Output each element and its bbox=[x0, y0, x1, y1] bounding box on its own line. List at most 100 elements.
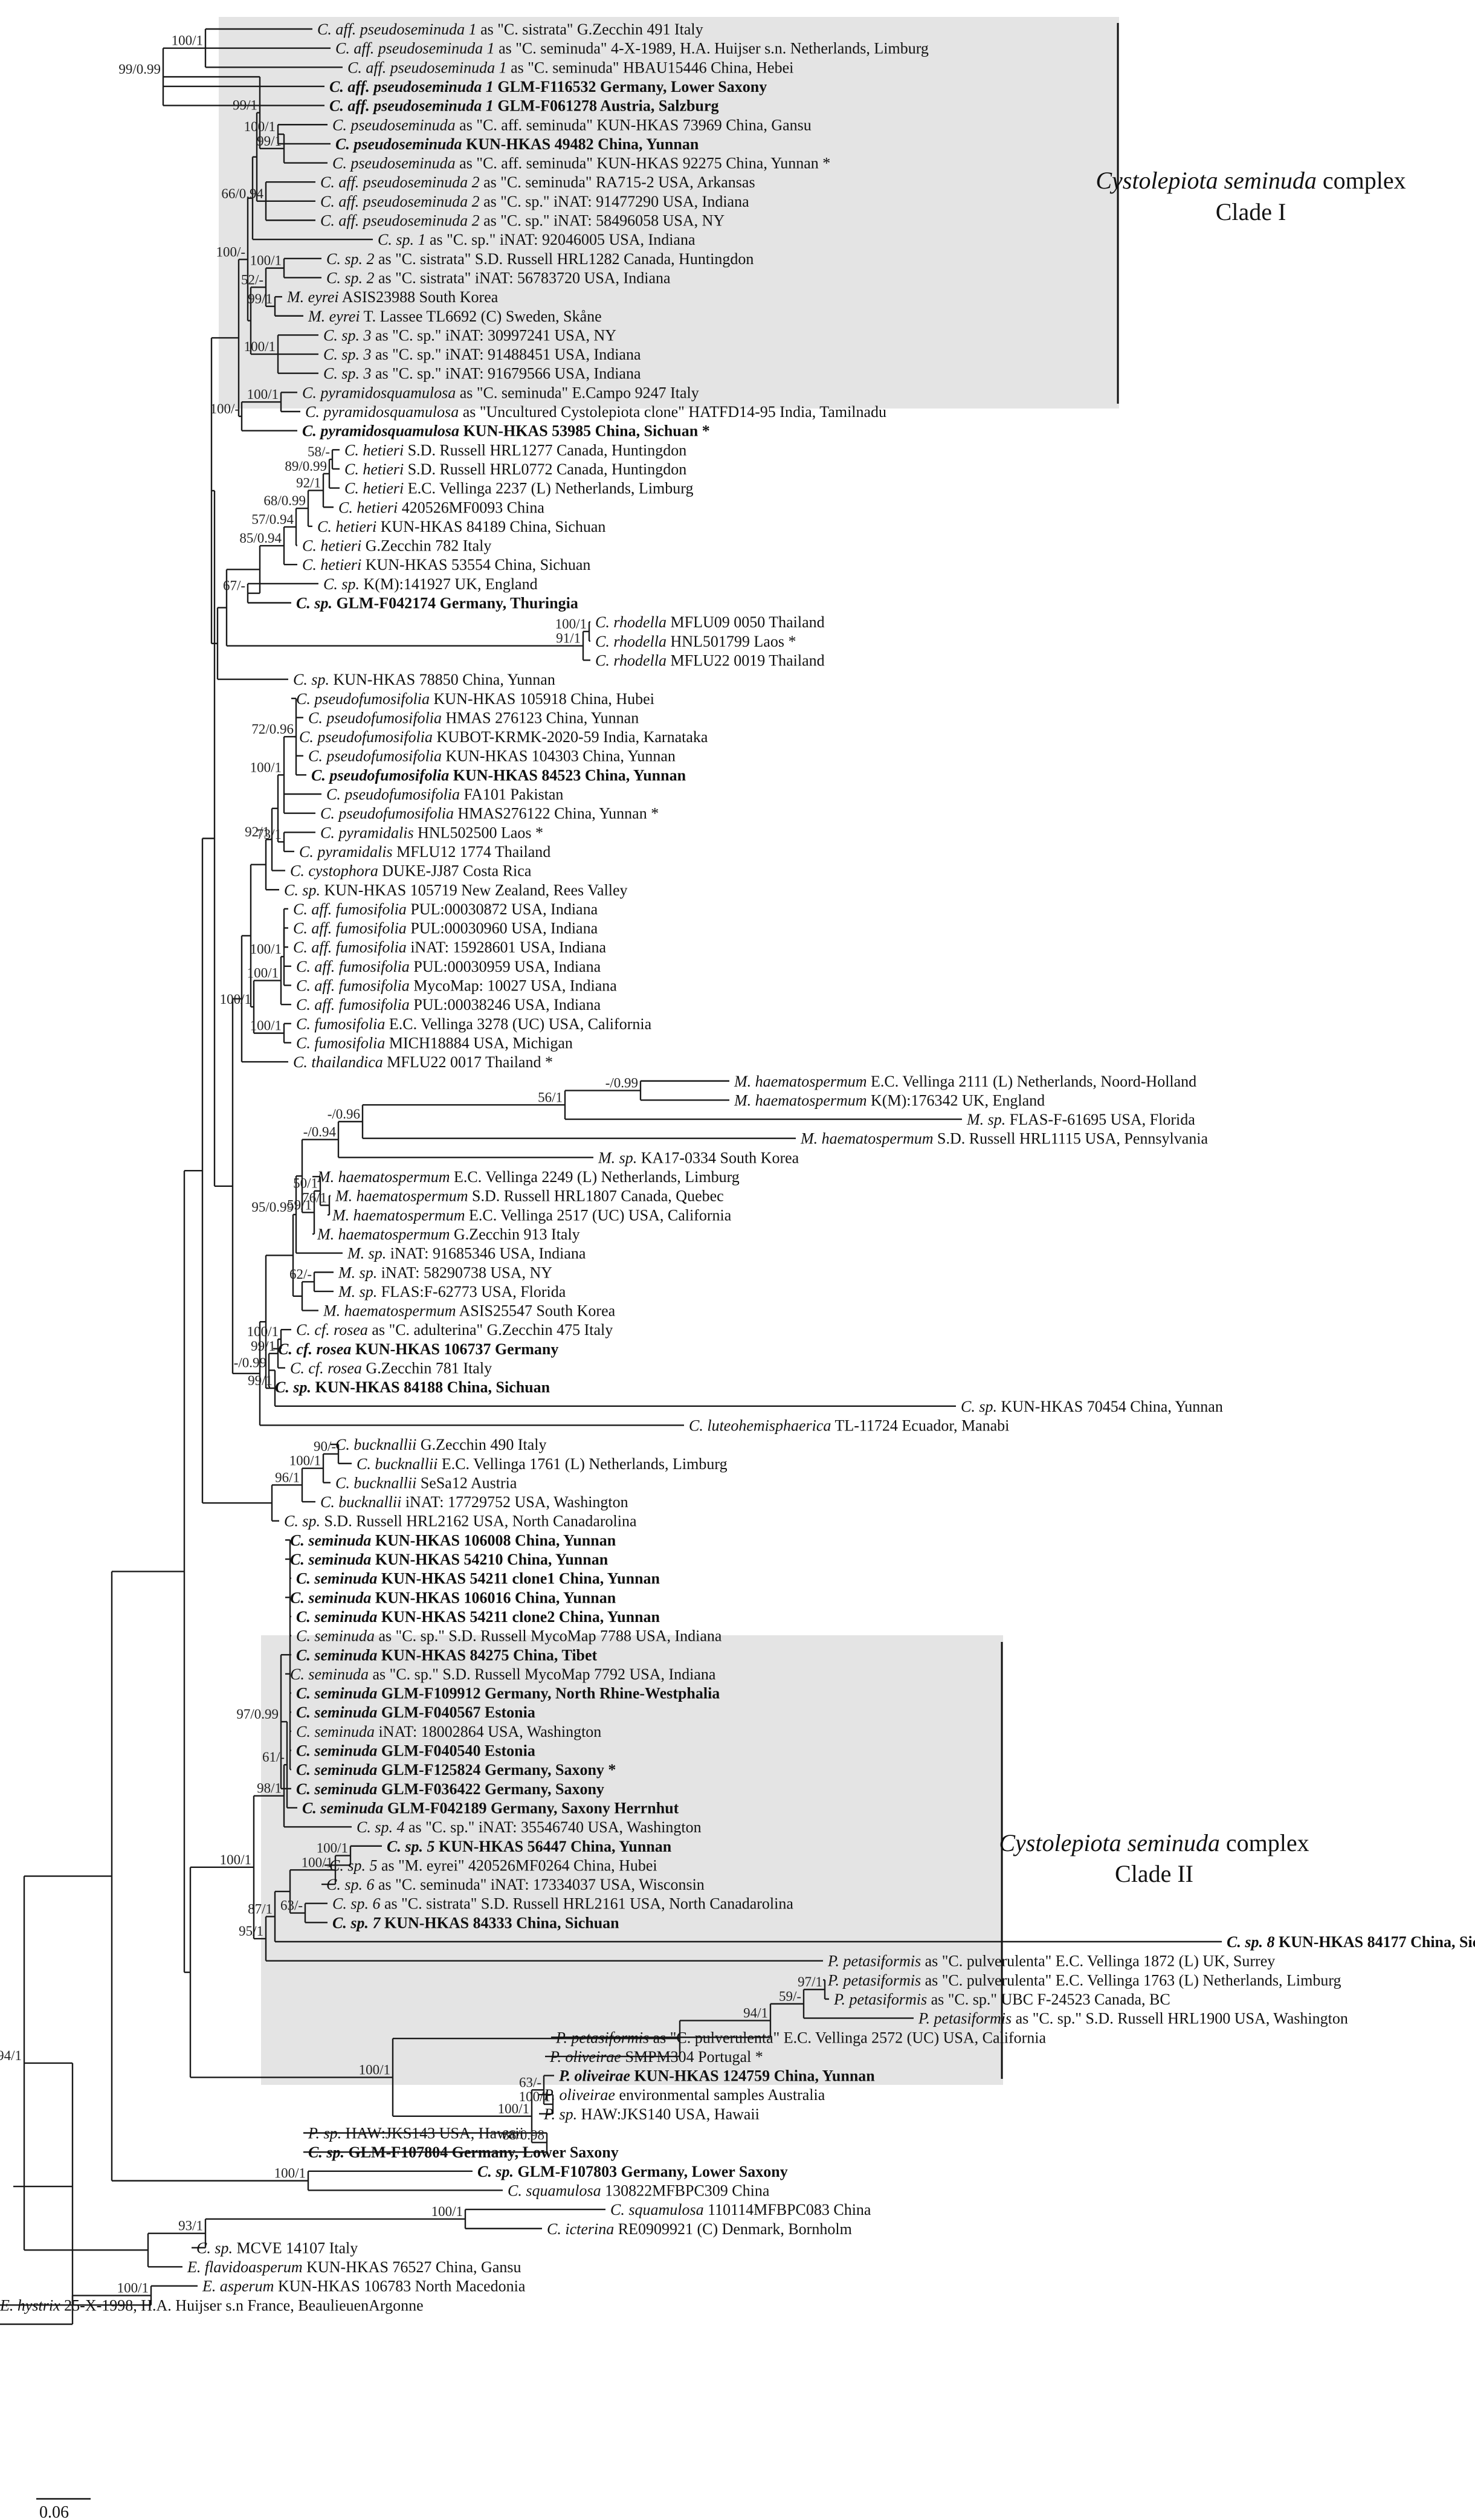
support-value: 58/- bbox=[308, 444, 330, 459]
support-value: 100/1 bbox=[247, 966, 279, 981]
tip-label: P. petasiformis as "C. sp." S.D. Russell… bbox=[918, 2010, 1348, 2027]
tip-label: C. sp. S.D. Russell HRL2162 USA, North C… bbox=[284, 1513, 637, 1530]
tip-label: C. pseudofumosifolia KUBOT-KRMK-2020-59 … bbox=[299, 728, 708, 746]
clade-i-label: Cystolepiota seminuda complex bbox=[1096, 167, 1406, 194]
tip-label: C. aff. fumosifolia PUL:00030960 USA, In… bbox=[293, 920, 598, 937]
support-value: -/0.96 bbox=[328, 1107, 360, 1122]
tip-label: C. seminuda as "C. sp." S.D. Russell Myc… bbox=[290, 1665, 716, 1683]
support-value: 99/0.99 bbox=[118, 62, 161, 77]
tip-label: C. aff. fumosifolia iNAT: 15928601 USA, … bbox=[293, 939, 606, 956]
tip-label: C. seminuda iNAT: 18002864 USA, Washingt… bbox=[296, 1723, 601, 1740]
support-value: 100/1 bbox=[117, 2281, 149, 2296]
tip-label: C. bucknallii E.C. Vellinga 1761 (L) Net… bbox=[357, 1455, 728, 1473]
tip-label: C. sp. 3 as "C. sp." iNAT: 30997241 USA,… bbox=[323, 326, 616, 344]
tip-label: C. sp. KUN-HKAS 105719 New Zealand, Rees… bbox=[284, 881, 628, 899]
support-value: 99/1 bbox=[233, 97, 257, 112]
support-value: 88/0.98 bbox=[502, 2127, 544, 2142]
tip-label: C. seminuda GLM-F109912 Germany, North R… bbox=[296, 1685, 720, 1702]
support-value: 100/- bbox=[210, 401, 239, 416]
tip-label: C. cf. rosea as "C. adulterina" G.Zecchi… bbox=[296, 1321, 613, 1339]
tip-label: C. aff. pseudoseminuda 1 as "C. seminuda… bbox=[347, 59, 793, 76]
tip-label: C. seminuda KUN-HKAS 84275 China, Tibet bbox=[296, 1646, 598, 1664]
tip-label: C. sp. 2 as "C. sistrata" S.D. Russell H… bbox=[326, 250, 754, 268]
tip-label: C. sp. 2 as "C. sistrata" iNAT: 56783720… bbox=[326, 269, 671, 286]
tip-label: C. aff. fumosifolia PUL:00038246 USA, In… bbox=[296, 996, 601, 1013]
scale-bar-label: 0.06 bbox=[39, 2503, 69, 2520]
tip-label: P. petasiformis as "C. sp." UBC F-24523 … bbox=[833, 1991, 1170, 2008]
tip-label: C. pseudofumosifolia FA101 Pakistan bbox=[326, 786, 563, 803]
support-value: 89/0.99 bbox=[285, 459, 327, 474]
tip-label: M. eyrei T. Lassee TL6692 (C) Sweden, Sk… bbox=[308, 308, 602, 325]
tip-label: C. pyramidosquamulosa as "C. seminuda" E… bbox=[302, 384, 699, 401]
tip-label: C. bucknallii SeSa12 Austria bbox=[335, 1474, 517, 1491]
support-value: 92/1 bbox=[296, 476, 321, 491]
support-value: 100/1 bbox=[244, 119, 276, 134]
support-value: 63/- bbox=[280, 1898, 303, 1913]
support-value: 97/0.99 bbox=[236, 1707, 279, 1722]
support-value: 100/1 bbox=[247, 1324, 279, 1339]
tip-label: P. oliveirae SMPM304 Portugal * bbox=[549, 2048, 763, 2066]
tip-label: C. cf. rosea G.Zecchin 781 Italy bbox=[290, 1360, 492, 1377]
tip-label: C. aff. fumosifolia MycoMap: 10027 USA, … bbox=[296, 977, 617, 995]
tip-label: C. aff. pseudoseminuda 1 as "C. sistrata… bbox=[317, 21, 703, 38]
tip-label: C. sp. MCVE 14107 Italy bbox=[196, 2239, 358, 2257]
support-value: 72/0.96 bbox=[251, 722, 294, 737]
support-value: 52/- bbox=[241, 272, 263, 287]
support-value: 87/1 bbox=[248, 1901, 273, 1916]
tip-label: C. sp. 3 as "C. sp." iNAT: 91488451 USA,… bbox=[323, 346, 641, 363]
tip-label: C. pyramidosquamulosa KUN-HKAS 53985 Chi… bbox=[302, 422, 710, 440]
support-value: 95/0.99 bbox=[251, 1200, 294, 1215]
tip-label: C. seminuda KUN-HKAS 106008 China, Yunna… bbox=[290, 1531, 616, 1549]
tip-label: C. seminuda KUN-HKAS 54211 clone1 China,… bbox=[296, 1570, 660, 1588]
tip-label: C. pyramidalis HNL502500 Laos * bbox=[320, 824, 543, 841]
tip-label: C. seminuda GLM-F036422 Germany, Saxony bbox=[296, 1780, 604, 1798]
tip-label: C. aff. pseudoseminuda 2 as "C. sp." iNA… bbox=[320, 193, 749, 210]
support-value: 50/1 bbox=[293, 1176, 318, 1191]
tip-label: C. aff. pseudoseminuda 2 as "C. sp." iNA… bbox=[320, 212, 725, 230]
tip-label: C. pyramidalis MFLU12 1774 Thailand bbox=[299, 843, 550, 861]
tip-label: C. sp. 1 as "C. sp." iNAT: 92046005 USA,… bbox=[378, 231, 696, 248]
tip-label: M. haematospermum S.D. Russell HRL1807 C… bbox=[335, 1187, 724, 1205]
support-value: 85/0.94 bbox=[239, 531, 282, 546]
tip-label: E. hystrix 25-X-1998, H.A. Huijser s.n F… bbox=[0, 2296, 424, 2314]
tip-label: C. aff. pseudoseminuda 2 as "C. seminuda… bbox=[320, 173, 755, 191]
tip-label: M. haematospermum S.D. Russell HRL1115 U… bbox=[800, 1130, 1209, 1148]
tip-label: C. hetieri G.Zecchin 782 Italy bbox=[302, 537, 491, 555]
tip-label: C. sp. 6 as "C. seminuda" iNAT: 17334037… bbox=[326, 1876, 705, 1893]
tip-label: C. sp. 4 as "C. sp." iNAT: 35546740 USA,… bbox=[357, 1818, 702, 1836]
support-value: 96/1 bbox=[275, 1470, 300, 1485]
support-value: -/0.99 bbox=[234, 1355, 266, 1370]
support-value: 100/- bbox=[216, 244, 245, 259]
support-value: 61/- bbox=[262, 1749, 285, 1765]
tip-label: M. haematospermum G.Zecchin 913 Italy bbox=[317, 1226, 580, 1243]
support-value: 100/1 bbox=[250, 760, 282, 775]
tip-label: C. rhodella MFLU22 0019 Thailand bbox=[595, 651, 825, 669]
tip-label: C. seminuda GLM-F040567 Estonia bbox=[296, 1704, 535, 1721]
tip-label: C. bucknallii iNAT: 17729752 USA, Washin… bbox=[320, 1493, 628, 1511]
support-value: 59/- bbox=[779, 1989, 801, 2004]
support-value: 93/1 bbox=[178, 2218, 203, 2234]
clade-ii-sublabel: Clade II bbox=[1115, 1860, 1193, 1887]
tip-label: P. petasiformis as "C. pulverulenta" E.C… bbox=[827, 1953, 1275, 1970]
support-value: 100/1 bbox=[359, 2063, 390, 2078]
tip-label: C. rhodella MFLU09 0050 Thailand bbox=[595, 613, 825, 631]
tip-label: C. pseudoseminuda as "C. aff. seminuda" … bbox=[332, 155, 830, 172]
support-value: 100/1 bbox=[220, 992, 251, 1007]
tip-label: P. sp. HAW:JKS140 USA, Hawaii bbox=[543, 2105, 760, 2123]
support-value: 94/1 bbox=[0, 2048, 22, 2063]
tip-label: P. oliveirae environmental samples Austr… bbox=[543, 2086, 825, 2104]
tip-label: P. sp. HAW:JKS143 USA, Hawaii bbox=[308, 2125, 524, 2142]
support-value: 100/1 bbox=[172, 33, 203, 48]
support-value: 76/1 bbox=[302, 1190, 327, 1205]
tip-label: M. eyrei ASIS23988 South Korea bbox=[286, 288, 499, 306]
support-value: 92/1 bbox=[245, 824, 270, 839]
tip-label: C. aff. pseudoseminuda 1 GLM-F116532 Ger… bbox=[329, 78, 767, 95]
clade-ii-label: Cystolepiota seminuda complex bbox=[999, 1829, 1309, 1856]
support-value: 99/1 bbox=[251, 1339, 276, 1354]
tip-label: C. aff. fumosifolia PUL:00030959 USA, In… bbox=[296, 958, 601, 975]
support-value: 63/- bbox=[519, 2075, 541, 2090]
support-value: 100/1 bbox=[250, 1018, 282, 1033]
tip-label: M. sp. FLAS:F-62773 USA, Florida bbox=[338, 1283, 566, 1300]
tip-label: C. aff. pseudoseminuda 1 GLM-F061278 Aus… bbox=[329, 97, 719, 115]
